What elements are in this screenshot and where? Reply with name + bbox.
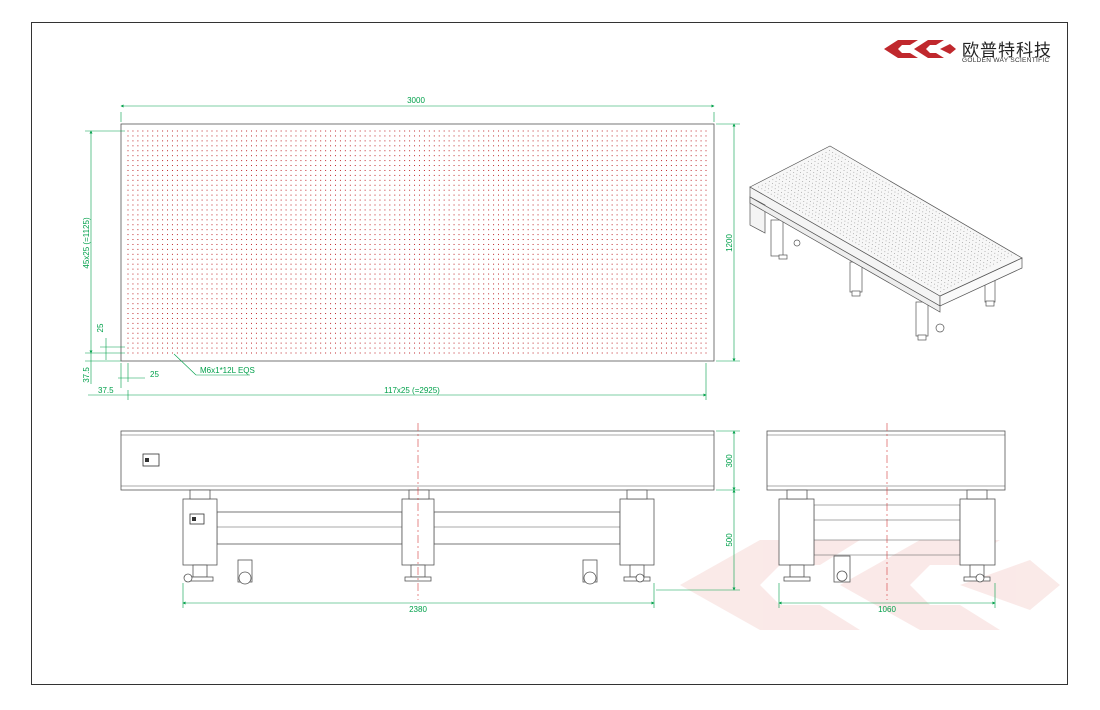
- side-view: [766, 430, 1006, 583]
- isometric-view: [749, 145, 1023, 341]
- watermark-logo: [680, 540, 1060, 630]
- dim-overall-length: 3000: [407, 96, 425, 105]
- dim-support-width: 1060: [878, 605, 896, 614]
- front-view-dimensions: 300 500 2380: [182, 430, 740, 614]
- label-plate: [142, 453, 160, 467]
- dim-edge-x: 37.5: [98, 386, 114, 395]
- hole-note: M6x1*12L EQS: [200, 366, 255, 375]
- front-table-body: [120, 430, 715, 491]
- hole-grid: [127, 130, 707, 354]
- dim-pitch-x: 25: [150, 370, 159, 379]
- brand-name-en: GOLDEN WAY SCIENTIFIC: [962, 57, 1050, 64]
- dim-support-height: 500: [725, 533, 734, 547]
- brand-name-cn: 欧普特科技: [962, 41, 1052, 61]
- top-view-dimensions: 3000 1200 45x25 (=1125) 25 37.5 25 M6x1*…: [82, 96, 740, 400]
- dim-support-span: 2380: [409, 605, 427, 614]
- table-top-outline: [120, 123, 715, 362]
- side-view-dimensions: 1060: [778, 583, 996, 614]
- isometric-hole-grid: [758, 150, 1012, 292]
- side-table-body: [766, 430, 1006, 491]
- dim-pitch-y: 25: [96, 323, 105, 332]
- gw-logo-icon: [884, 40, 956, 58]
- dim-hole-span-y: 45x25 (=1125): [82, 217, 91, 269]
- dim-table-thickness: 300: [725, 454, 734, 468]
- dim-hole-span-x: 117x25 (=2925): [384, 386, 440, 395]
- top-view: [120, 123, 715, 362]
- dim-overall-width: 1200: [725, 234, 734, 252]
- dim-edge-y: 37.5: [82, 367, 91, 383]
- front-view: [120, 430, 715, 585]
